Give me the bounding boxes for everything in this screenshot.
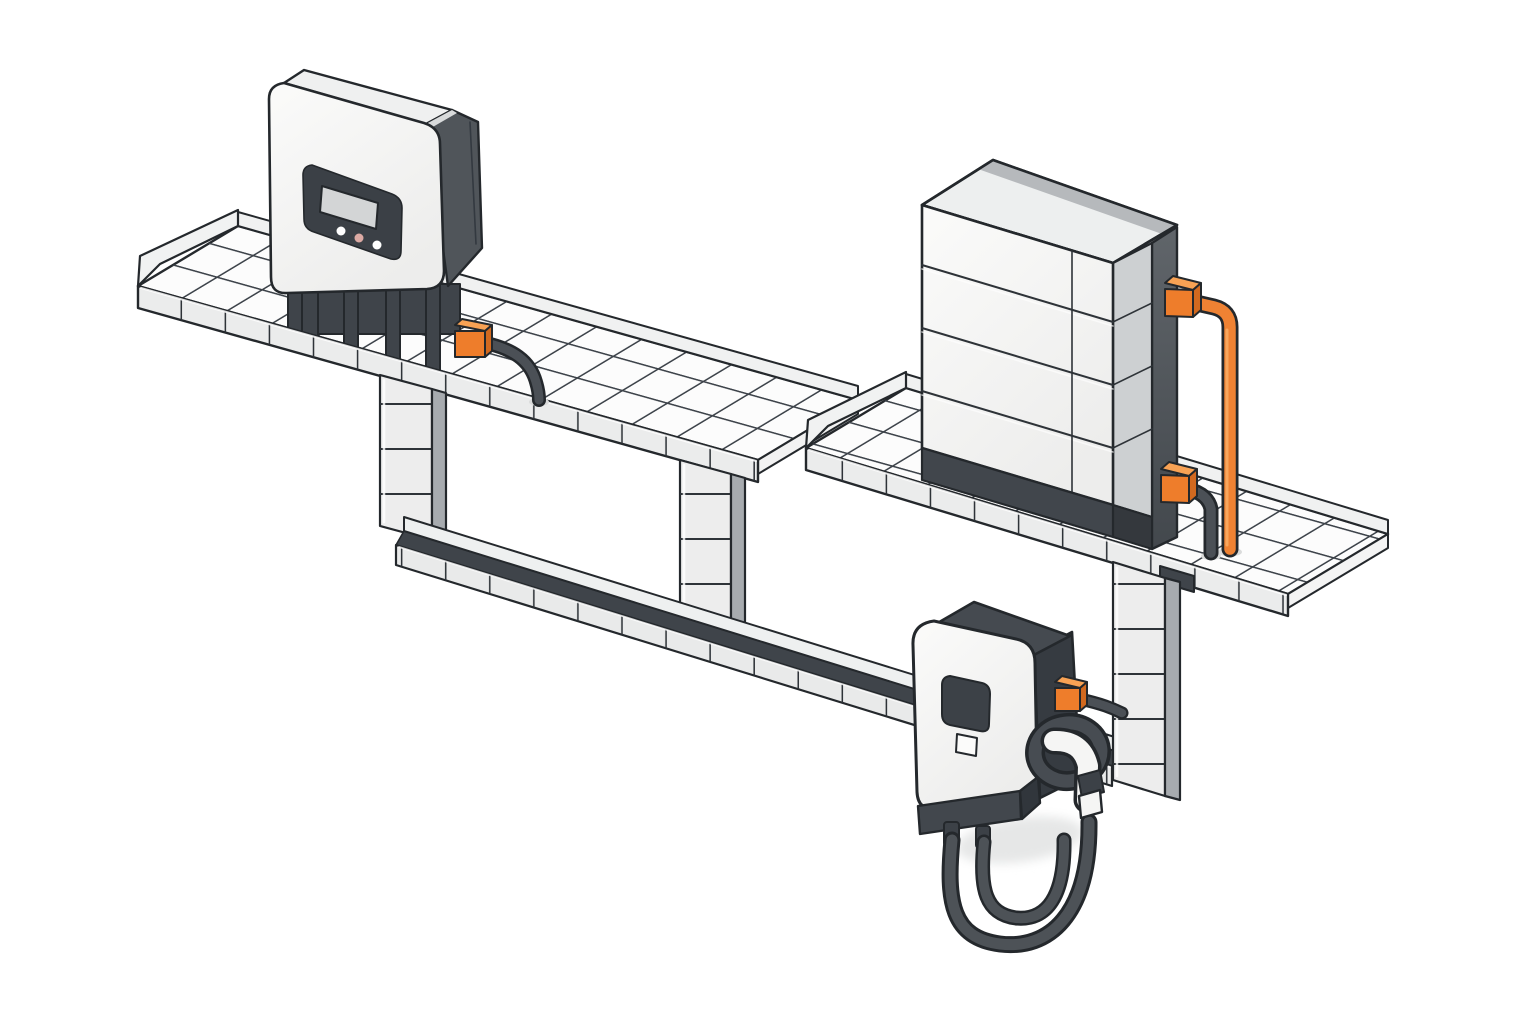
- plug-holster-ring: [1025, 712, 1111, 792]
- charger-base-side: [1018, 775, 1042, 821]
- inverter-dark-cable: [479, 336, 546, 407]
- tray-end-wall-left: [136, 208, 240, 288]
- battery-bevel-strip: [1111, 241, 1154, 519]
- battery-storage-tower: [920, 158, 1242, 561]
- charging-cable-outer-loop: [941, 813, 1098, 954]
- inverter-lcd-screen: [319, 185, 379, 230]
- charger-connector: [1054, 675, 1088, 712]
- cable-tray-riser-right: [1111, 560, 1182, 802]
- tray-end-wall-left: [804, 370, 908, 450]
- orange-cable: [1183, 293, 1239, 558]
- battery-module-dividers: [921, 264, 1114, 449]
- ev-charging-station: [911, 600, 1129, 954]
- battery-top-band: [978, 160, 1177, 234]
- tray-front-rail-upper-left: [136, 284, 760, 484]
- inverter-side-seam: [469, 121, 477, 245]
- charging-plug: [1040, 727, 1105, 820]
- charger-card-reader: [955, 733, 978, 757]
- inverter-led-3: [372, 240, 382, 250]
- inverter-led-1: [336, 226, 346, 236]
- solar-inverter: [267, 68, 549, 407]
- cable-tray-riser-middle: [678, 458, 747, 639]
- battery-module-divider-highlights: [921, 268, 1114, 453]
- inverter-side-bevel: [426, 110, 457, 128]
- charging-cable-inner-loop: [975, 832, 1072, 926]
- plug-nozzle-tip: [1077, 788, 1104, 820]
- battery-lower-connector: [1160, 461, 1198, 504]
- battery-upper-connector: [1164, 275, 1202, 318]
- cable-tray-riser-left: [378, 373, 448, 546]
- charger-screen: [941, 675, 991, 733]
- inverter-led-2: [354, 233, 364, 243]
- battery-base-band: [920, 446, 1115, 539]
- inverter-connector: [454, 318, 493, 358]
